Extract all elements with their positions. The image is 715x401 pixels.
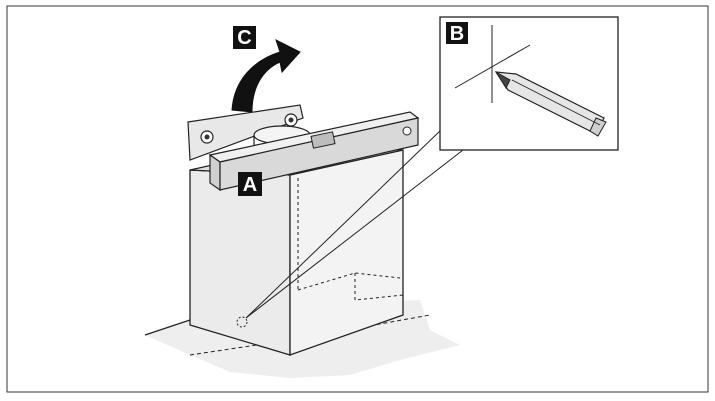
callout-line-1 <box>245 129 442 319</box>
level-side <box>219 117 419 191</box>
label-a-text: A <box>243 174 257 196</box>
label-c: C <box>233 26 256 49</box>
callout-line-2 <box>245 149 464 319</box>
spirit-level <box>208 111 420 192</box>
crosshair-icon <box>454 25 531 103</box>
label-c-text: C <box>237 27 251 49</box>
screw-icon-left <box>200 130 214 144</box>
label-b: B <box>446 22 468 45</box>
level-bubble-vial <box>310 131 336 149</box>
box-front-face <box>189 169 291 356</box>
floor-line <box>144 319 191 336</box>
hidden-edge-right <box>354 273 404 301</box>
hidden-edge-floor <box>297 272 401 291</box>
label-b-text: B <box>450 23 464 45</box>
screw-icon-right <box>284 113 298 127</box>
pencil-icon <box>494 71 607 137</box>
label-a: A <box>238 172 262 196</box>
mounting-plate <box>187 104 304 161</box>
level-end-vial <box>402 126 412 136</box>
curved-arrow-icon <box>231 39 301 113</box>
level-front <box>209 153 221 192</box>
drill-mark <box>236 316 248 328</box>
